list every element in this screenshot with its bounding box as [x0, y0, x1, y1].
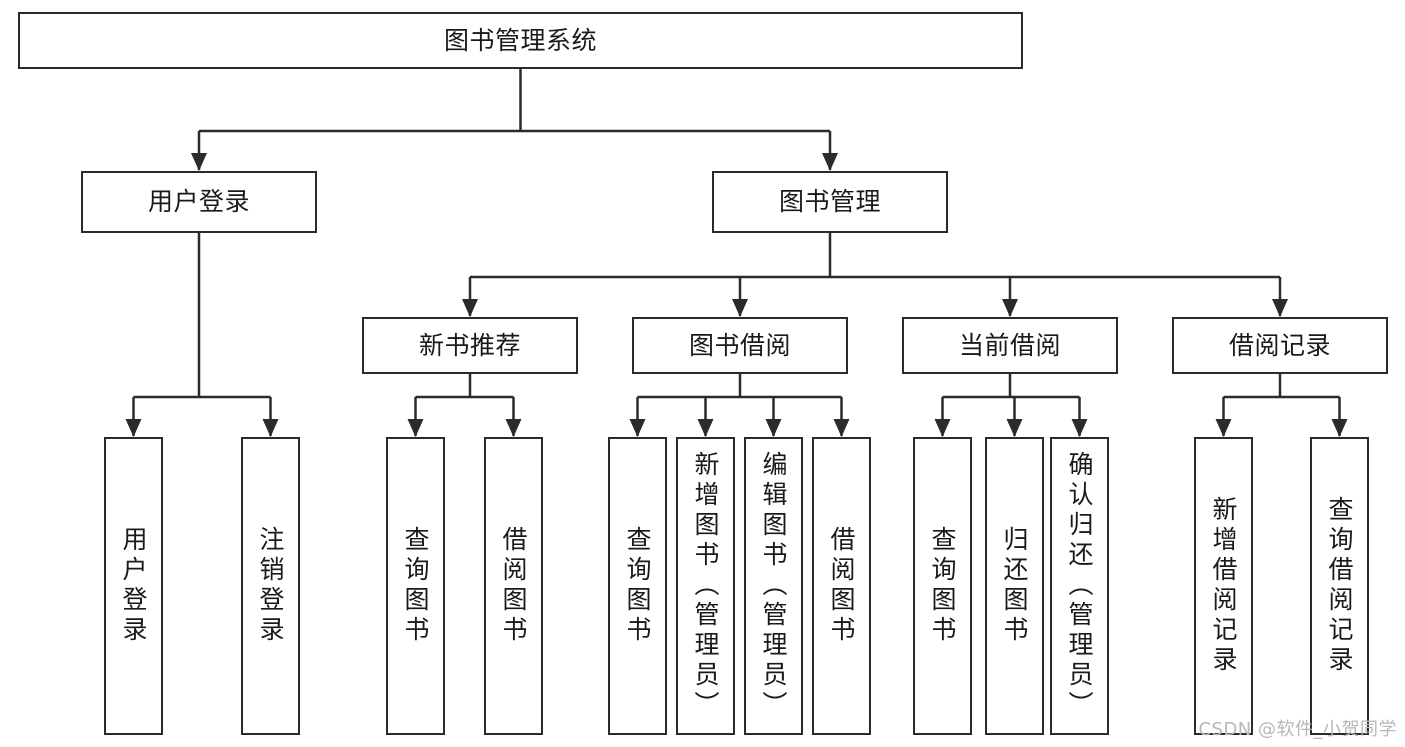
- node-new-book-recommend[interactable]: 新书推荐: [362, 317, 578, 374]
- node-new-book-recommend-label: 新书推荐: [418, 330, 521, 360]
- node-leaf-user-login-label: 用户登录: [119, 526, 148, 646]
- node-leaf-query-book-3-label: 查询图书: [928, 526, 957, 646]
- node-leaf-query-book-3[interactable]: 查询图书: [913, 437, 972, 735]
- node-leaf-borrow-book-1-label: 借阅图书: [499, 526, 528, 646]
- node-leaf-edit-book-label: 编辑图书（管理员）: [759, 451, 788, 721]
- node-book-manage[interactable]: 图书管理: [712, 171, 948, 233]
- node-leaf-logout[interactable]: 注销登录: [241, 437, 300, 735]
- node-leaf-logout-label: 注销登录: [256, 526, 285, 646]
- node-leaf-borrow-book-2[interactable]: 借阅图书: [812, 437, 871, 735]
- node-book-manage-label: 图书管理: [778, 187, 881, 216]
- node-leaf-query-book-1-label: 查询图书: [401, 526, 430, 646]
- node-leaf-user-login[interactable]: 用户登录: [104, 437, 163, 735]
- node-root-label: 图书管理系统: [443, 25, 597, 55]
- node-book-borrow-label: 图书借阅: [688, 330, 791, 360]
- node-leaf-query-book-1[interactable]: 查询图书: [386, 437, 445, 735]
- node-leaf-query-book-2[interactable]: 查询图书: [608, 437, 667, 735]
- node-leaf-query-book-2-label: 查询图书: [623, 526, 652, 646]
- node-borrow-record-label: 借阅记录: [1228, 330, 1331, 360]
- node-leaf-edit-book[interactable]: 编辑图书（管理员）: [744, 437, 803, 735]
- node-leaf-borrow-book-1[interactable]: 借阅图书: [484, 437, 543, 735]
- node-leaf-add-record-label: 新增借阅记录: [1209, 496, 1238, 676]
- node-user-login-label: 用户登录: [147, 187, 250, 216]
- node-leaf-confirm-return-label: 确认归还（管理员）: [1065, 451, 1094, 721]
- node-root[interactable]: 图书管理系统: [18, 12, 1023, 69]
- node-leaf-query-record-label: 查询借阅记录: [1325, 496, 1354, 676]
- node-leaf-return-book[interactable]: 归还图书: [985, 437, 1044, 735]
- node-user-login[interactable]: 用户登录: [81, 171, 317, 233]
- node-current-borrow-label: 当前借阅: [958, 330, 1061, 360]
- node-leaf-add-record[interactable]: 新增借阅记录: [1194, 437, 1253, 735]
- node-leaf-add-book-label: 新增图书（管理员）: [691, 451, 720, 721]
- node-leaf-return-book-label: 归还图书: [1000, 526, 1029, 646]
- node-borrow-record[interactable]: 借阅记录: [1172, 317, 1388, 374]
- watermark: CSDN @软件_小贺同学: [1198, 719, 1397, 740]
- node-leaf-confirm-return[interactable]: 确认归还（管理员）: [1050, 437, 1109, 735]
- node-leaf-query-record[interactable]: 查询借阅记录: [1310, 437, 1369, 735]
- node-book-borrow[interactable]: 图书借阅: [632, 317, 848, 374]
- node-current-borrow[interactable]: 当前借阅: [902, 317, 1118, 374]
- node-leaf-borrow-book-2-label: 借阅图书: [827, 526, 856, 646]
- node-leaf-add-book[interactable]: 新增图书（管理员）: [676, 437, 735, 735]
